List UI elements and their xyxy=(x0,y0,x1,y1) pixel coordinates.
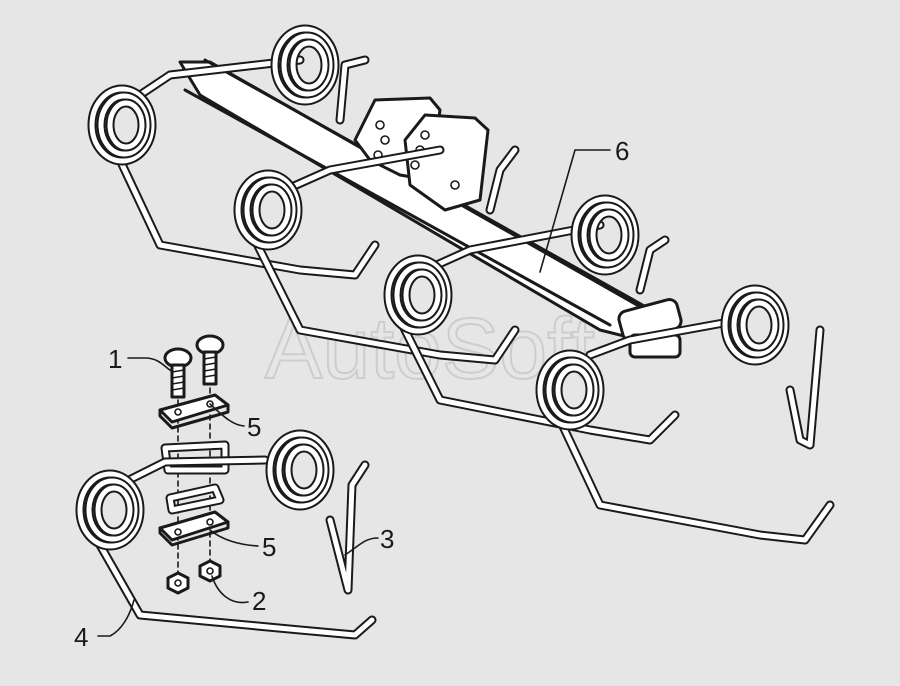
spring-tine-detail xyxy=(80,434,377,640)
callout-4: 4 xyxy=(74,599,135,652)
coil-spring-1a xyxy=(92,89,152,161)
coil-spring-2a xyxy=(238,174,298,246)
callout-label-5b: 5 xyxy=(262,532,276,562)
nut-right xyxy=(198,559,222,583)
tine-3 xyxy=(388,199,680,445)
nut-left xyxy=(166,571,190,595)
coil-spring-3b xyxy=(575,199,635,271)
callout-1: 1 xyxy=(108,344,174,374)
coil-spring-detail-a xyxy=(80,474,140,546)
callout-label-3: 3 xyxy=(380,524,394,554)
callout-label-1: 1 xyxy=(108,344,122,374)
callout-label-2: 2 xyxy=(252,586,266,616)
callout-2: 2 xyxy=(211,575,266,616)
callout-label-6: 6 xyxy=(615,136,629,166)
callout-label-5a: 5 xyxy=(247,412,261,442)
clamp-plate-upper xyxy=(158,393,230,424)
callout-5a: 5 xyxy=(209,403,261,442)
coil-spring-detail-b xyxy=(270,434,330,506)
tine-1 xyxy=(92,29,380,280)
callout-3: 3 xyxy=(344,524,394,556)
callout-6: 6 xyxy=(539,136,629,273)
carriage-bolt-right xyxy=(195,334,225,386)
callouts: 1 2 3 4 5 5 6 xyxy=(74,136,629,652)
coil-spring-1b xyxy=(275,29,335,101)
callout-5b: 5 xyxy=(209,529,276,562)
carriage-bolt-left xyxy=(163,347,193,399)
exploded-detail xyxy=(80,334,377,640)
callout-label-4: 4 xyxy=(74,622,88,652)
tine-4 xyxy=(540,289,835,545)
coil-spring-3a xyxy=(388,259,448,331)
coil-spring-4b xyxy=(725,289,785,361)
tine-2 xyxy=(238,145,520,365)
